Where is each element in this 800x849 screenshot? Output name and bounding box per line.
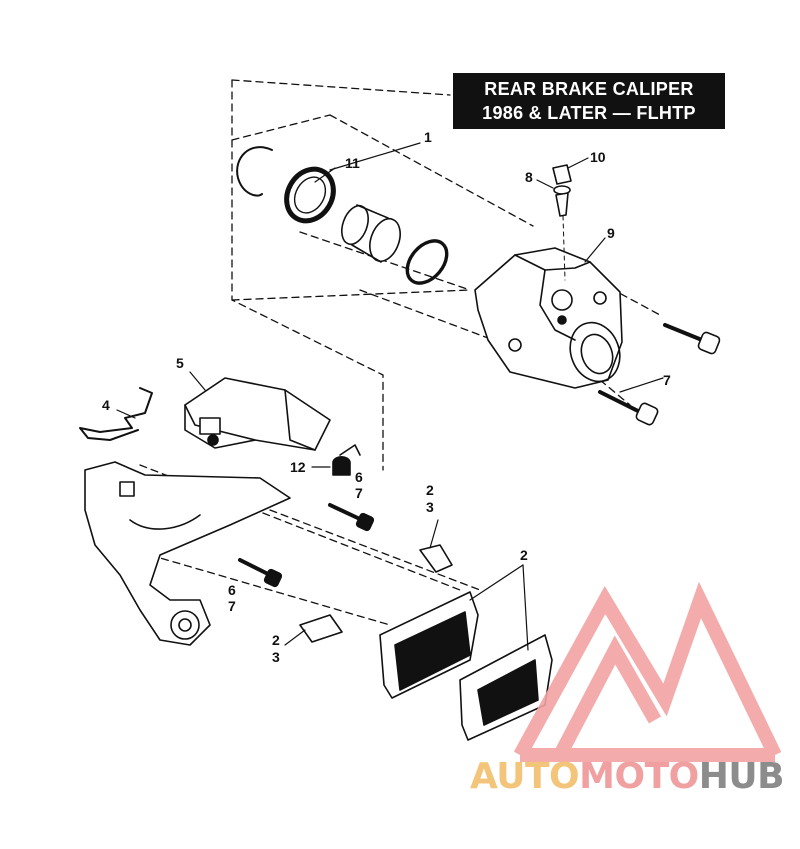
callout-3a: 3 [426,499,434,515]
brake-pad-outer [459,634,553,741]
watermark-hub: HUB [698,756,785,797]
callout-7a: 7 [355,485,363,501]
callout-3c: 3 [272,649,280,665]
callout-8: 8 [525,169,533,185]
pad-clip-lower [299,614,343,643]
watermark-logo [513,581,782,762]
boot-ring [405,239,449,285]
piston [341,204,401,263]
callout-labels: 1 11 10 8 9 5 4 7 12 6 7 2 3 2 6 7 2 3 [102,129,671,665]
watermark-moto: MOTO [579,756,699,797]
brake-pad-inner [379,591,479,699]
mounting-bracket [84,461,291,646]
watermark-text: AUTOMOTOHUB [470,752,800,802]
piston-seal [284,166,336,224]
mounting-bolt-upper [663,323,721,355]
pad-clip-upper [419,544,453,573]
callout-2b: 2 [520,547,528,563]
retaining-ring [236,146,273,197]
callout-leaders [116,142,664,651]
callout-7c: 7 [663,372,671,388]
pin-bolt [332,444,361,476]
callout-12: 12 [290,459,306,475]
bracket-bolt-upper [328,503,375,532]
spring-clip [79,387,153,441]
caliper-holder [184,377,331,451]
callout-10: 10 [590,149,606,165]
bleeder-screw [552,164,572,281]
title-line-1: REAR BRAKE CALIPER [484,79,694,99]
bracket-bolt-lower [238,558,283,588]
title-line-2: 1986 & LATER — FLHTP [482,103,696,123]
callout-4: 4 [102,397,110,413]
diagram-title: REAR BRAKE CALIPER 1986 & LATER — FLHTP [453,73,725,129]
assembly-outline [139,79,661,626]
callout-1: 1 [424,129,432,145]
caliper-housing [474,247,623,389]
watermark-auto: AUTO [470,756,580,797]
callout-9: 9 [607,225,615,241]
callout-11: 11 [345,155,360,171]
callout-2a: 2 [426,482,434,498]
callout-2c: 2 [272,632,280,648]
mounting-bolt-lower [598,390,659,426]
callout-5: 5 [176,355,184,371]
callout-6a: 6 [355,469,363,485]
callout-6b: 6 [228,582,236,598]
callout-7b: 7 [228,598,236,614]
